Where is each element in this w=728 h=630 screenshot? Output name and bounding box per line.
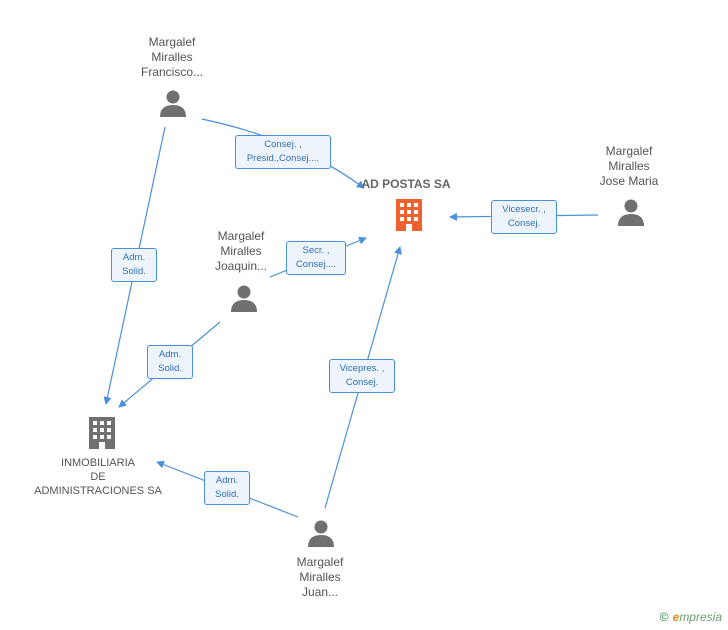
building-icon[interactable] xyxy=(393,197,425,233)
person-label-juan[interactable]: Margalef Miralles Juan... xyxy=(296,555,344,599)
edge-label-juan-inmo: Adm. Solid. xyxy=(204,471,250,505)
person-icon[interactable] xyxy=(616,198,646,228)
person-label-jose-maria[interactable]: Margalef Miralles Jose Maria xyxy=(599,144,659,188)
edge-label-francisco-inmo: Adm. Solid. xyxy=(111,248,157,282)
person-icon[interactable] xyxy=(158,89,188,119)
edge-label-juan-ad: Vicepres. , Consej. xyxy=(329,359,395,393)
building-icon[interactable] xyxy=(86,415,118,451)
edge-label-francisco-ad: Consej. , Presid.,Consej.... xyxy=(235,135,331,169)
person-icon[interactable] xyxy=(229,284,259,314)
edge-label-joaquin-ad: Secr. , Consej.... xyxy=(286,241,346,275)
person-icon[interactable] xyxy=(306,519,336,549)
person-label-joaquin[interactable]: Margalef Miralles Joaquin... xyxy=(214,229,268,273)
person-label-francisco[interactable]: Margalef Miralles Francisco... xyxy=(140,35,203,79)
brand-name: mpresia xyxy=(679,610,722,624)
copyright-symbol: © xyxy=(659,610,669,624)
brand-initial: e xyxy=(672,610,680,624)
company-label-inmobiliaria[interactable]: INMOBILIARIA DE ADMINISTRACIONES SA xyxy=(34,457,162,497)
empresia-watermark: ©empresia xyxy=(660,610,722,624)
company-label-ad-postas[interactable]: AD POSTAS SA xyxy=(361,177,451,191)
edge-label-joaquin-inmo: Adm. Solid. xyxy=(147,345,193,379)
edge-label-jose-ad: Vicesecr. , Consej. xyxy=(491,200,557,234)
edge-juan-ad xyxy=(324,246,402,509)
